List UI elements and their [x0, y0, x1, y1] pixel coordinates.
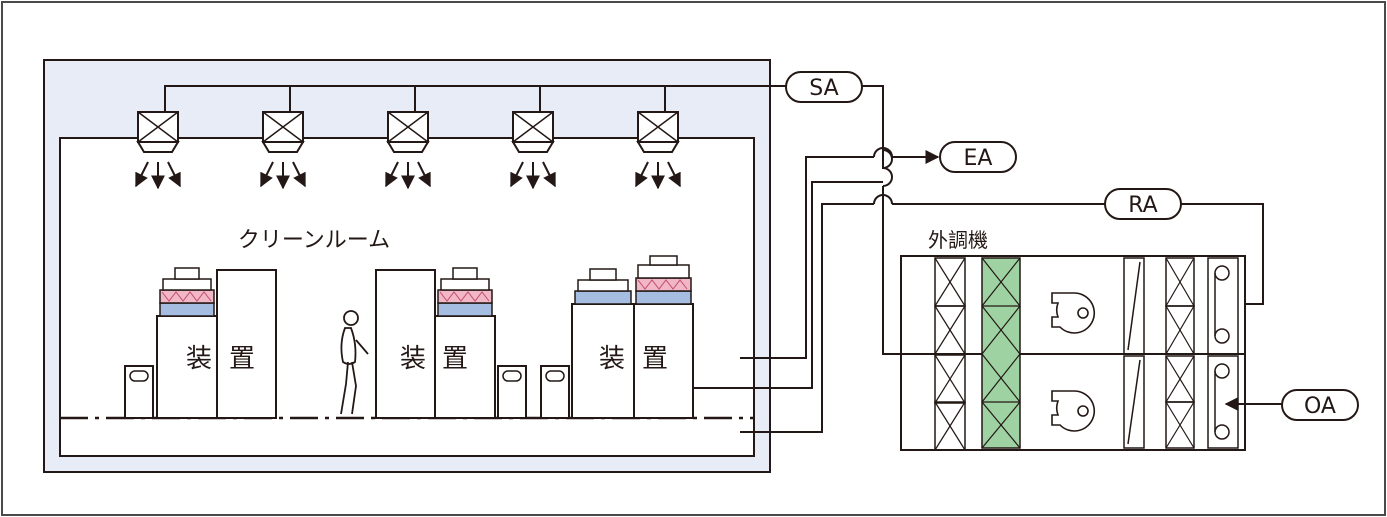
equipment-unit-1: 装 置 [124, 267, 277, 419]
equipment-label-3a: 装 [599, 344, 625, 374]
ahu-unit [900, 255, 1246, 451]
equipment-label-2b: 置 [442, 344, 468, 374]
ffu-icon [637, 111, 679, 153]
sa-tag [785, 71, 863, 103]
equipment-unit-3: 装 置 [540, 255, 694, 419]
ea-exhaust-duct [740, 147, 940, 359]
equipment-exhaust-duct [676, 181, 883, 389]
coil-icon [981, 257, 1021, 449]
filter-pattern [161, 279, 688, 302]
ahu-label: 外調機 [928, 228, 988, 252]
equipment-label-1b: 置 [229, 344, 255, 374]
equipment-label-3b: 置 [642, 344, 668, 374]
oa-label: OA [1304, 394, 1336, 419]
damper-icon [1123, 257, 1145, 449]
ffu-icon [387, 111, 429, 153]
ea-tag [939, 141, 1017, 173]
fan-icon [1051, 390, 1096, 432]
ra-tag [1104, 188, 1182, 220]
oa-tag [1281, 389, 1359, 421]
ra-return-duct [740, 194, 1264, 433]
person-icon [340, 310, 369, 415]
inlet-icon [1207, 257, 1239, 449]
ffu-icon [137, 111, 179, 153]
ffu-icon [262, 111, 304, 153]
equipment-label-1a: 装 [186, 344, 212, 374]
equipment-label-2a: 装 [400, 344, 426, 374]
fan-icon [1051, 292, 1096, 334]
ra-label: RA [1128, 193, 1157, 218]
ea-label: EA [964, 146, 993, 171]
cleanroom-label: クリーンルーム [238, 228, 390, 253]
sa-label: SA [809, 76, 838, 101]
equipment-unit-2: 装 置 [375, 267, 527, 419]
ffu-icon [512, 111, 554, 153]
filter-icon [1165, 257, 1195, 449]
